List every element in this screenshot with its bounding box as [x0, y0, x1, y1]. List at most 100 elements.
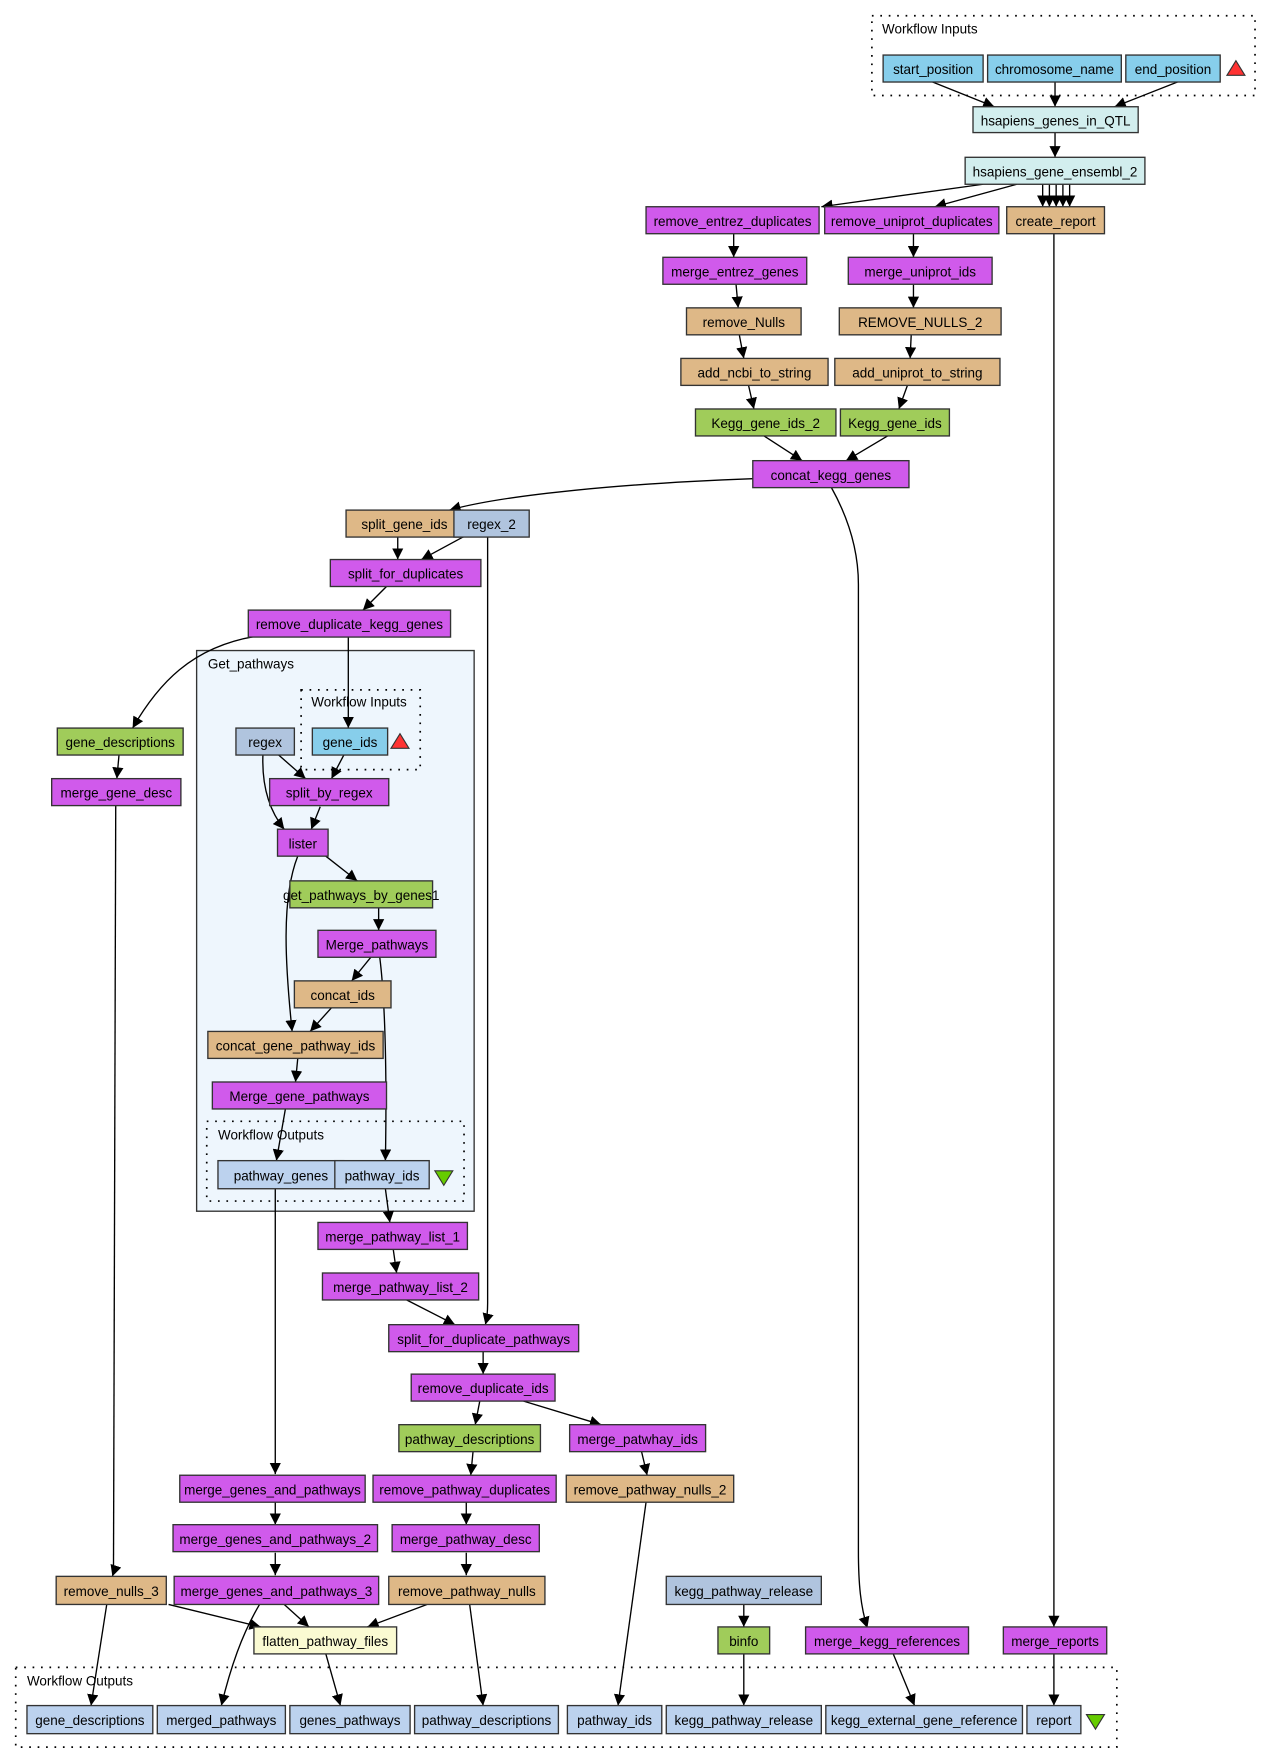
node-start-position[interactable]: start_position: [882, 54, 984, 83]
node-kegg-gene-ids-2[interactable]: Kegg_gene_ids_2: [694, 408, 837, 437]
node-remove-nulls[interactable]: remove_Nulls: [685, 307, 802, 336]
edge: [330, 754, 345, 779]
node-out-merged-pathways[interactable]: merged_pathways: [156, 1704, 287, 1735]
edge: [745, 384, 757, 410]
node-out-pathway-ids[interactable]: pathway_ids: [566, 1704, 663, 1735]
node-kegg-pathway-release[interactable]: kegg_pathway_release: [665, 1575, 823, 1606]
node-merge-genes-and-pathways[interactable]: merge_genes_and_pathways: [179, 1474, 366, 1503]
node-label: pathway_descriptions: [405, 1432, 535, 1447]
node-merge-genes-and-pathways-2[interactable]: merge_genes_and_pathways_2: [172, 1524, 379, 1553]
workflow-outputs-label: Workflow Outputs: [27, 1673, 133, 1688]
node-merge-gene-desc[interactable]: merge_gene_desc: [51, 777, 182, 807]
node-out-genes-pathways[interactable]: genes_pathways: [289, 1704, 411, 1735]
node-chromosome-name[interactable]: chromosome_name: [986, 54, 1122, 83]
node-concat-kegg-genes[interactable]: concat_kegg_genes: [752, 459, 910, 489]
node-remove-duplicate-kegg-genes[interactable]: remove_duplicate_kegg_genes: [247, 609, 452, 638]
node-label: split_by_regex: [286, 786, 373, 801]
edge: [379, 957, 392, 1161]
node-merge-uniprot-ids[interactable]: merge_uniprot_ids: [847, 256, 993, 285]
node-create-report[interactable]: create_report: [1006, 206, 1106, 235]
node-get-pathways-by-genes1[interactable]: get_pathways_by_genes1: [283, 880, 440, 909]
node-gene-descriptions[interactable]: gene_descriptions: [56, 727, 184, 756]
edges: [87, 81, 1178, 1706]
node-add-uniprot-to-string[interactable]: add_uniprot_to_string: [834, 357, 1001, 387]
node-box: [882, 54, 984, 83]
node-remove-uniprot-duplicates[interactable]: remove_uniprot_duplicates: [824, 206, 1000, 235]
node-box: [321, 1272, 480, 1301]
node-label: concat_ids: [310, 988, 375, 1003]
edge: [310, 806, 321, 830]
node-out-gene-descriptions[interactable]: gene_descriptions: [26, 1704, 154, 1735]
node-label: merge_pathway_list_1: [325, 1230, 460, 1245]
node-out-kegg-external-gene-reference[interactable]: kegg_external_gene_reference: [825, 1704, 1024, 1735]
node-out-pathway-descriptions[interactable]: pathway_descriptions: [413, 1704, 560, 1735]
node-split-for-duplicate-pathways[interactable]: split_for_duplicate_pathways: [388, 1324, 580, 1353]
node-merge-patwhay-ids[interactable]: merge_patwhay_ids: [568, 1424, 707, 1453]
node-sub-pathway-ids[interactable]: pathway_ids: [334, 1159, 430, 1190]
node-end-position[interactable]: end_position: [1125, 54, 1221, 83]
node-remove-entrez-duplicates[interactable]: remove_entrez_duplicates: [645, 206, 820, 235]
node-box: [680, 357, 829, 387]
node-box: [825, 1704, 1024, 1735]
edge: [367, 1603, 428, 1629]
node-gene-ids[interactable]: gene_ids: [311, 727, 389, 756]
node-label: flatten_pathway_files: [262, 1634, 388, 1649]
node-merge-reports[interactable]: merge_reports: [1002, 1626, 1108, 1655]
node-hsapiens-gene-ensembl-2[interactable]: hsapiens_gene_ensembl_2: [964, 156, 1146, 185]
edge: [421, 536, 464, 561]
node-remove-pathway-nulls[interactable]: remove_pathway_nulls: [388, 1575, 546, 1606]
node-remove-duplicate-ids[interactable]: remove_duplicate_ids: [410, 1373, 556, 1402]
edge: [821, 183, 984, 211]
node-merge-genes-and-pathways-3[interactable]: merge_genes_and_pathways_3: [173, 1575, 380, 1606]
node-sub-pathway-genes[interactable]: pathway_genes: [217, 1159, 345, 1190]
node-flatten-pathway-files[interactable]: flatten_pathway_files: [253, 1626, 398, 1655]
edge: [272, 1108, 287, 1161]
node-concat-gene-pathway-ids[interactable]: concat_gene_pathway_ids: [207, 1030, 384, 1060]
node-remove-pathway-duplicates[interactable]: remove_pathway_duplicates: [372, 1474, 557, 1503]
node-lister[interactable]: lister: [276, 828, 329, 857]
node-merge-pathway-list-2[interactable]: merge_pathway_list_2: [321, 1272, 480, 1301]
node-label: merge_pathway_list_2: [333, 1280, 468, 1295]
node-regex[interactable]: regex: [235, 727, 296, 756]
node-merge-pathway-desc[interactable]: merge_pathway_desc: [391, 1524, 540, 1553]
edge: [763, 435, 803, 462]
node-box: [566, 1704, 663, 1735]
node-merge-gene-pathways[interactable]: Merge_gene_pathways: [211, 1081, 388, 1110]
node-regex-2[interactable]: regex_2: [453, 509, 530, 538]
node-merge-entrez-genes[interactable]: merge_entrez_genes: [662, 256, 808, 285]
input-marker-icon: [389, 732, 410, 749]
node-add-ncbi-to-string[interactable]: add_ncbi_to_string: [680, 357, 829, 387]
node-label: remove_duplicate_kegg_genes: [256, 617, 443, 632]
node-binfo[interactable]: binfo: [717, 1626, 771, 1655]
node-remove-pathway-nulls-2[interactable]: remove_pathway_nulls_2: [565, 1474, 735, 1503]
node-hsapiens-genes-in-qtl[interactable]: hsapiens_genes_in_QTL: [972, 106, 1139, 134]
node-box: [317, 929, 437, 958]
node-box: [268, 777, 390, 807]
node-label: merge_entrez_genes: [671, 264, 799, 279]
node-label: Kegg_gene_ids: [848, 416, 942, 431]
node-out-kegg-pathway-release[interactable]: kegg_pathway_release: [665, 1704, 823, 1735]
node-box: [398, 1424, 542, 1453]
node-merge-kegg-references[interactable]: merge_kegg_references: [804, 1626, 970, 1655]
node-split-for-duplicates[interactable]: split_for_duplicates: [329, 558, 482, 588]
node-label: hsapiens_gene_ensembl_2: [973, 164, 1138, 179]
node-box: [345, 509, 464, 538]
node-remove-nulls-3[interactable]: remove_nulls_3: [55, 1575, 167, 1606]
node-box: [207, 1030, 384, 1060]
node-label: merged_pathways: [166, 1713, 276, 1728]
node-kegg-gene-ids[interactable]: Kegg_gene_ids: [839, 408, 951, 437]
node-merge-pathway-list-1[interactable]: merge_pathway_list_1: [317, 1221, 469, 1251]
node-merge-pathways[interactable]: Merge_pathways: [317, 929, 437, 958]
edge: [131, 635, 259, 729]
node-split-gene-ids[interactable]: split_gene_ids: [345, 509, 464, 538]
edge: [830, 487, 860, 1551]
node-concat-ids[interactable]: concat_ids: [293, 980, 392, 1009]
edge: [351, 956, 372, 982]
node-box: [964, 156, 1146, 185]
node-out-report[interactable]: report: [1026, 1704, 1082, 1735]
node-pathway-descriptions[interactable]: pathway_descriptions: [398, 1424, 542, 1453]
node-remove-nulls-2[interactable]: REMOVE_NULLS_2: [838, 307, 1002, 336]
node-split-by-regex[interactable]: split_by_regex: [268, 777, 390, 807]
node-box: [51, 777, 182, 807]
node-box: [334, 1159, 430, 1190]
